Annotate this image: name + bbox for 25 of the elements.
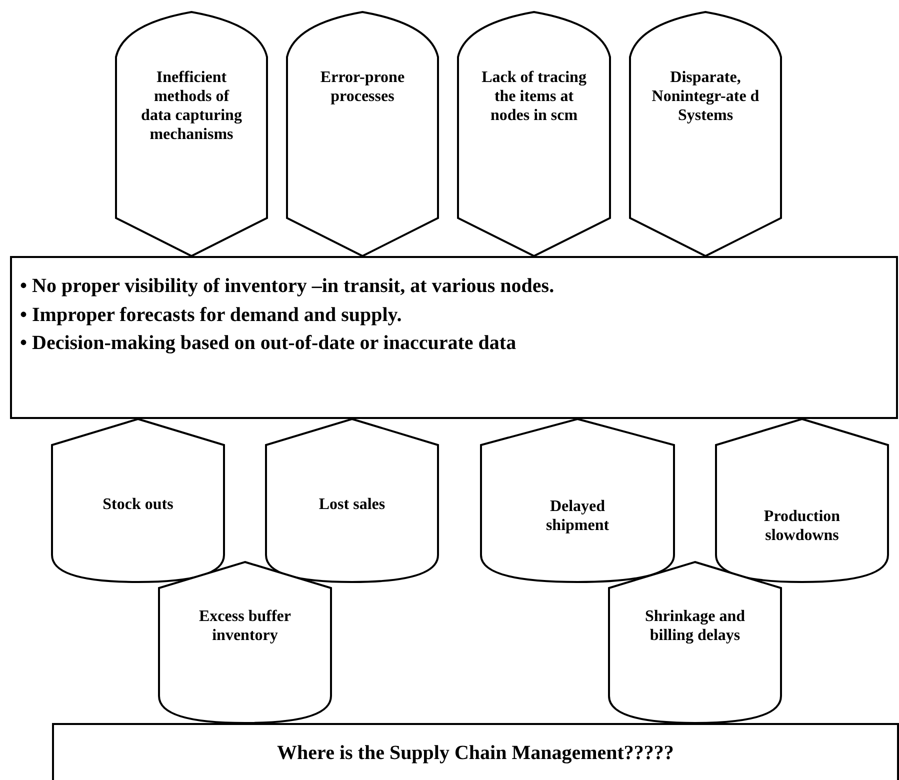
node-text: Lack of tracing the items at nodes in scm	[480, 68, 588, 125]
node-text: Inefficient methods of data capturing mechanisms	[140, 68, 243, 144]
node-text: Shrinkage and billing delays	[644, 607, 746, 645]
node-text: Error-prone processes	[319, 68, 406, 106]
cylinder-shape	[159, 562, 331, 723]
pentagon-shape	[116, 12, 267, 256]
cylinder-shape	[609, 562, 781, 723]
node-text: Lost sales	[318, 495, 386, 514]
pentagon-shape	[458, 12, 610, 256]
cylinder-shape	[266, 419, 438, 582]
pentagon-shape	[287, 12, 438, 256]
node-text: Production slowdowns	[762, 507, 842, 545]
bullet-item: • No proper visibility of inventory –in transit, at various nodes.	[20, 274, 556, 299]
node-text: Excess buffer inventory	[198, 607, 292, 645]
cylinder-shape	[481, 419, 674, 582]
pentagon-shape	[630, 12, 781, 256]
node-text: Delayed shipment	[544, 497, 610, 535]
cylinder-shape	[716, 419, 888, 582]
question-panel	[52, 723, 899, 780]
node-text: Disparate, Nonintegr-ate d Systems	[650, 68, 760, 125]
bullet-item: • Improper forecasts for demand and supply.	[20, 302, 403, 328]
question-text: Where is the Supply Chain Management?????	[276, 741, 675, 765]
cylinder-shape	[52, 419, 224, 582]
bullet-item: • Decision-making based on out-of-date or inaccurate data	[20, 331, 518, 356]
node-text: Stock outs	[102, 495, 174, 514]
